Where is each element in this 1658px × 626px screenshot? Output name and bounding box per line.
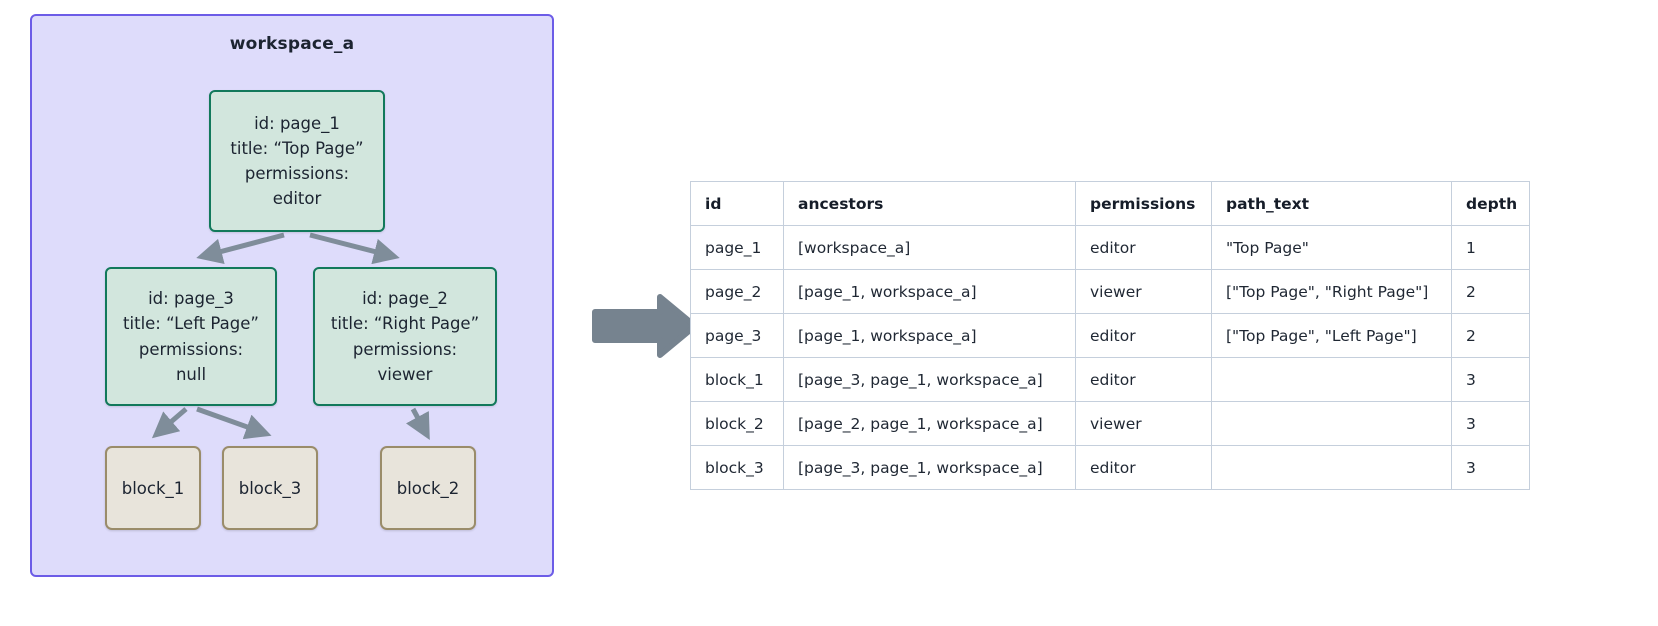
cell-permissions: editor <box>1075 313 1212 358</box>
cell-id: block_1 <box>690 357 784 402</box>
edge-page2-block2 <box>405 407 430 441</box>
page-1-line-title: title: “Top Page” <box>230 138 364 158</box>
table-row[interactable]: page_1 [workspace_a] editor "Top Page" 1 <box>690 225 1530 270</box>
cell-depth: 2 <box>1451 269 1530 314</box>
cell-path-text <box>1211 357 1452 402</box>
cell-id: block_2 <box>690 401 784 446</box>
cell-id: block_3 <box>690 445 784 490</box>
cell-permissions: viewer <box>1075 401 1212 446</box>
tree-node-block-1[interactable]: block_1 <box>105 446 201 530</box>
cell-ancestors: [page_3, page_1, workspace_a] <box>783 445 1076 490</box>
cell-path-text <box>1211 445 1452 490</box>
tree-node-block-3[interactable]: block_3 <box>222 446 318 530</box>
result-table: id ancestors permissions path_text depth… <box>690 181 1530 490</box>
column-header-ancestors[interactable]: ancestors <box>783 181 1076 226</box>
block-2-label: block_2 <box>396 478 460 498</box>
page-3-line-title: title: “Left Page” <box>123 314 259 334</box>
table-row[interactable]: block_1 [page_3, page_1, workspace_a] ed… <box>690 357 1530 402</box>
page-3-line-permissions-label: permissions: <box>138 339 244 359</box>
page-2-line-id: id: page_2 <box>362 289 448 309</box>
cell-id: page_1 <box>690 225 784 270</box>
table-row[interactable]: page_2 [page_1, workspace_a] viewer ["To… <box>690 269 1530 314</box>
block-3-label: block_3 <box>238 478 302 498</box>
page-1-line-permissions-value: editor <box>272 189 322 209</box>
edge-page1-page3 <box>196 232 285 265</box>
column-header-id[interactable]: id <box>690 181 784 226</box>
cell-id: page_3 <box>690 313 784 358</box>
cell-depth: 1 <box>1451 225 1530 270</box>
cell-depth: 3 <box>1451 401 1530 446</box>
edge-page3-block3 <box>196 406 272 440</box>
workspace-container: workspace_a id: page_1 title: “Top Page”… <box>30 14 554 577</box>
column-header-permissions[interactable]: permissions <box>1075 181 1212 226</box>
page-1-line-permissions-label: permissions: <box>244 164 350 183</box>
cell-depth: 3 <box>1451 357 1530 402</box>
cell-path-text: ["Top Page", "Left Page"] <box>1211 313 1452 358</box>
page-3-line-permissions-value: null <box>175 364 207 384</box>
table-row[interactable]: page_3 [page_1, workspace_a] editor ["To… <box>690 313 1530 358</box>
column-header-depth[interactable]: depth <box>1451 181 1530 226</box>
table-row[interactable]: block_3 [page_3, page_1, workspace_a] ed… <box>690 445 1530 490</box>
page-2-line-permissions-label: permissions: <box>352 339 458 359</box>
column-header-path-text[interactable]: path_text <box>1211 181 1452 226</box>
edge-page1-page2 <box>309 232 400 265</box>
cell-depth: 3 <box>1451 445 1530 490</box>
result-table-container: id ancestors permissions path_text depth… <box>690 181 1530 490</box>
cell-ancestors: [page_3, page_1, workspace_a] <box>783 357 1076 402</box>
cell-permissions: editor <box>1075 445 1212 490</box>
cell-path-text: "Top Page" <box>1211 225 1452 270</box>
tree-node-page-1[interactable]: id: page_1 title: “Top Page” permissions… <box>209 90 385 232</box>
page-3-line-id: id: page_3 <box>148 289 234 309</box>
cell-path-text <box>1211 401 1452 446</box>
cell-ancestors: [page_1, workspace_a] <box>783 269 1076 314</box>
tree-node-page-3[interactable]: id: page_3 title: “Left Page” permission… <box>105 267 277 406</box>
tree-node-block-2[interactable]: block_2 <box>380 446 476 530</box>
cell-ancestors: [page_2, page_1, workspace_a] <box>783 401 1076 446</box>
table-header-row: id ancestors permissions path_text depth <box>690 181 1530 226</box>
edge-page3-block1 <box>151 407 188 439</box>
cell-path-text: ["Top Page", "Right Page"] <box>1211 269 1452 314</box>
cell-ancestors: [workspace_a] <box>783 225 1076 270</box>
cell-depth: 2 <box>1451 313 1530 358</box>
page-1-line-id: id: page_1 <box>254 113 340 133</box>
block-1-label: block_1 <box>121 478 185 498</box>
workspace-title: workspace_a <box>229 34 355 54</box>
page-2-line-permissions-value: viewer <box>377 364 433 384</box>
right-arrow-icon <box>592 294 698 358</box>
cell-permissions: viewer <box>1075 269 1212 314</box>
cell-permissions: editor <box>1075 357 1212 402</box>
cell-permissions: editor <box>1075 225 1212 270</box>
page-2-line-title: title: “Right Page” <box>330 314 480 334</box>
cell-id: page_2 <box>690 269 784 314</box>
tree-node-page-2[interactable]: id: page_2 title: “Right Page” permissio… <box>313 267 497 406</box>
cell-ancestors: [page_1, workspace_a] <box>783 313 1076 358</box>
table-row[interactable]: block_2 [page_2, page_1, workspace_a] vi… <box>690 401 1530 446</box>
